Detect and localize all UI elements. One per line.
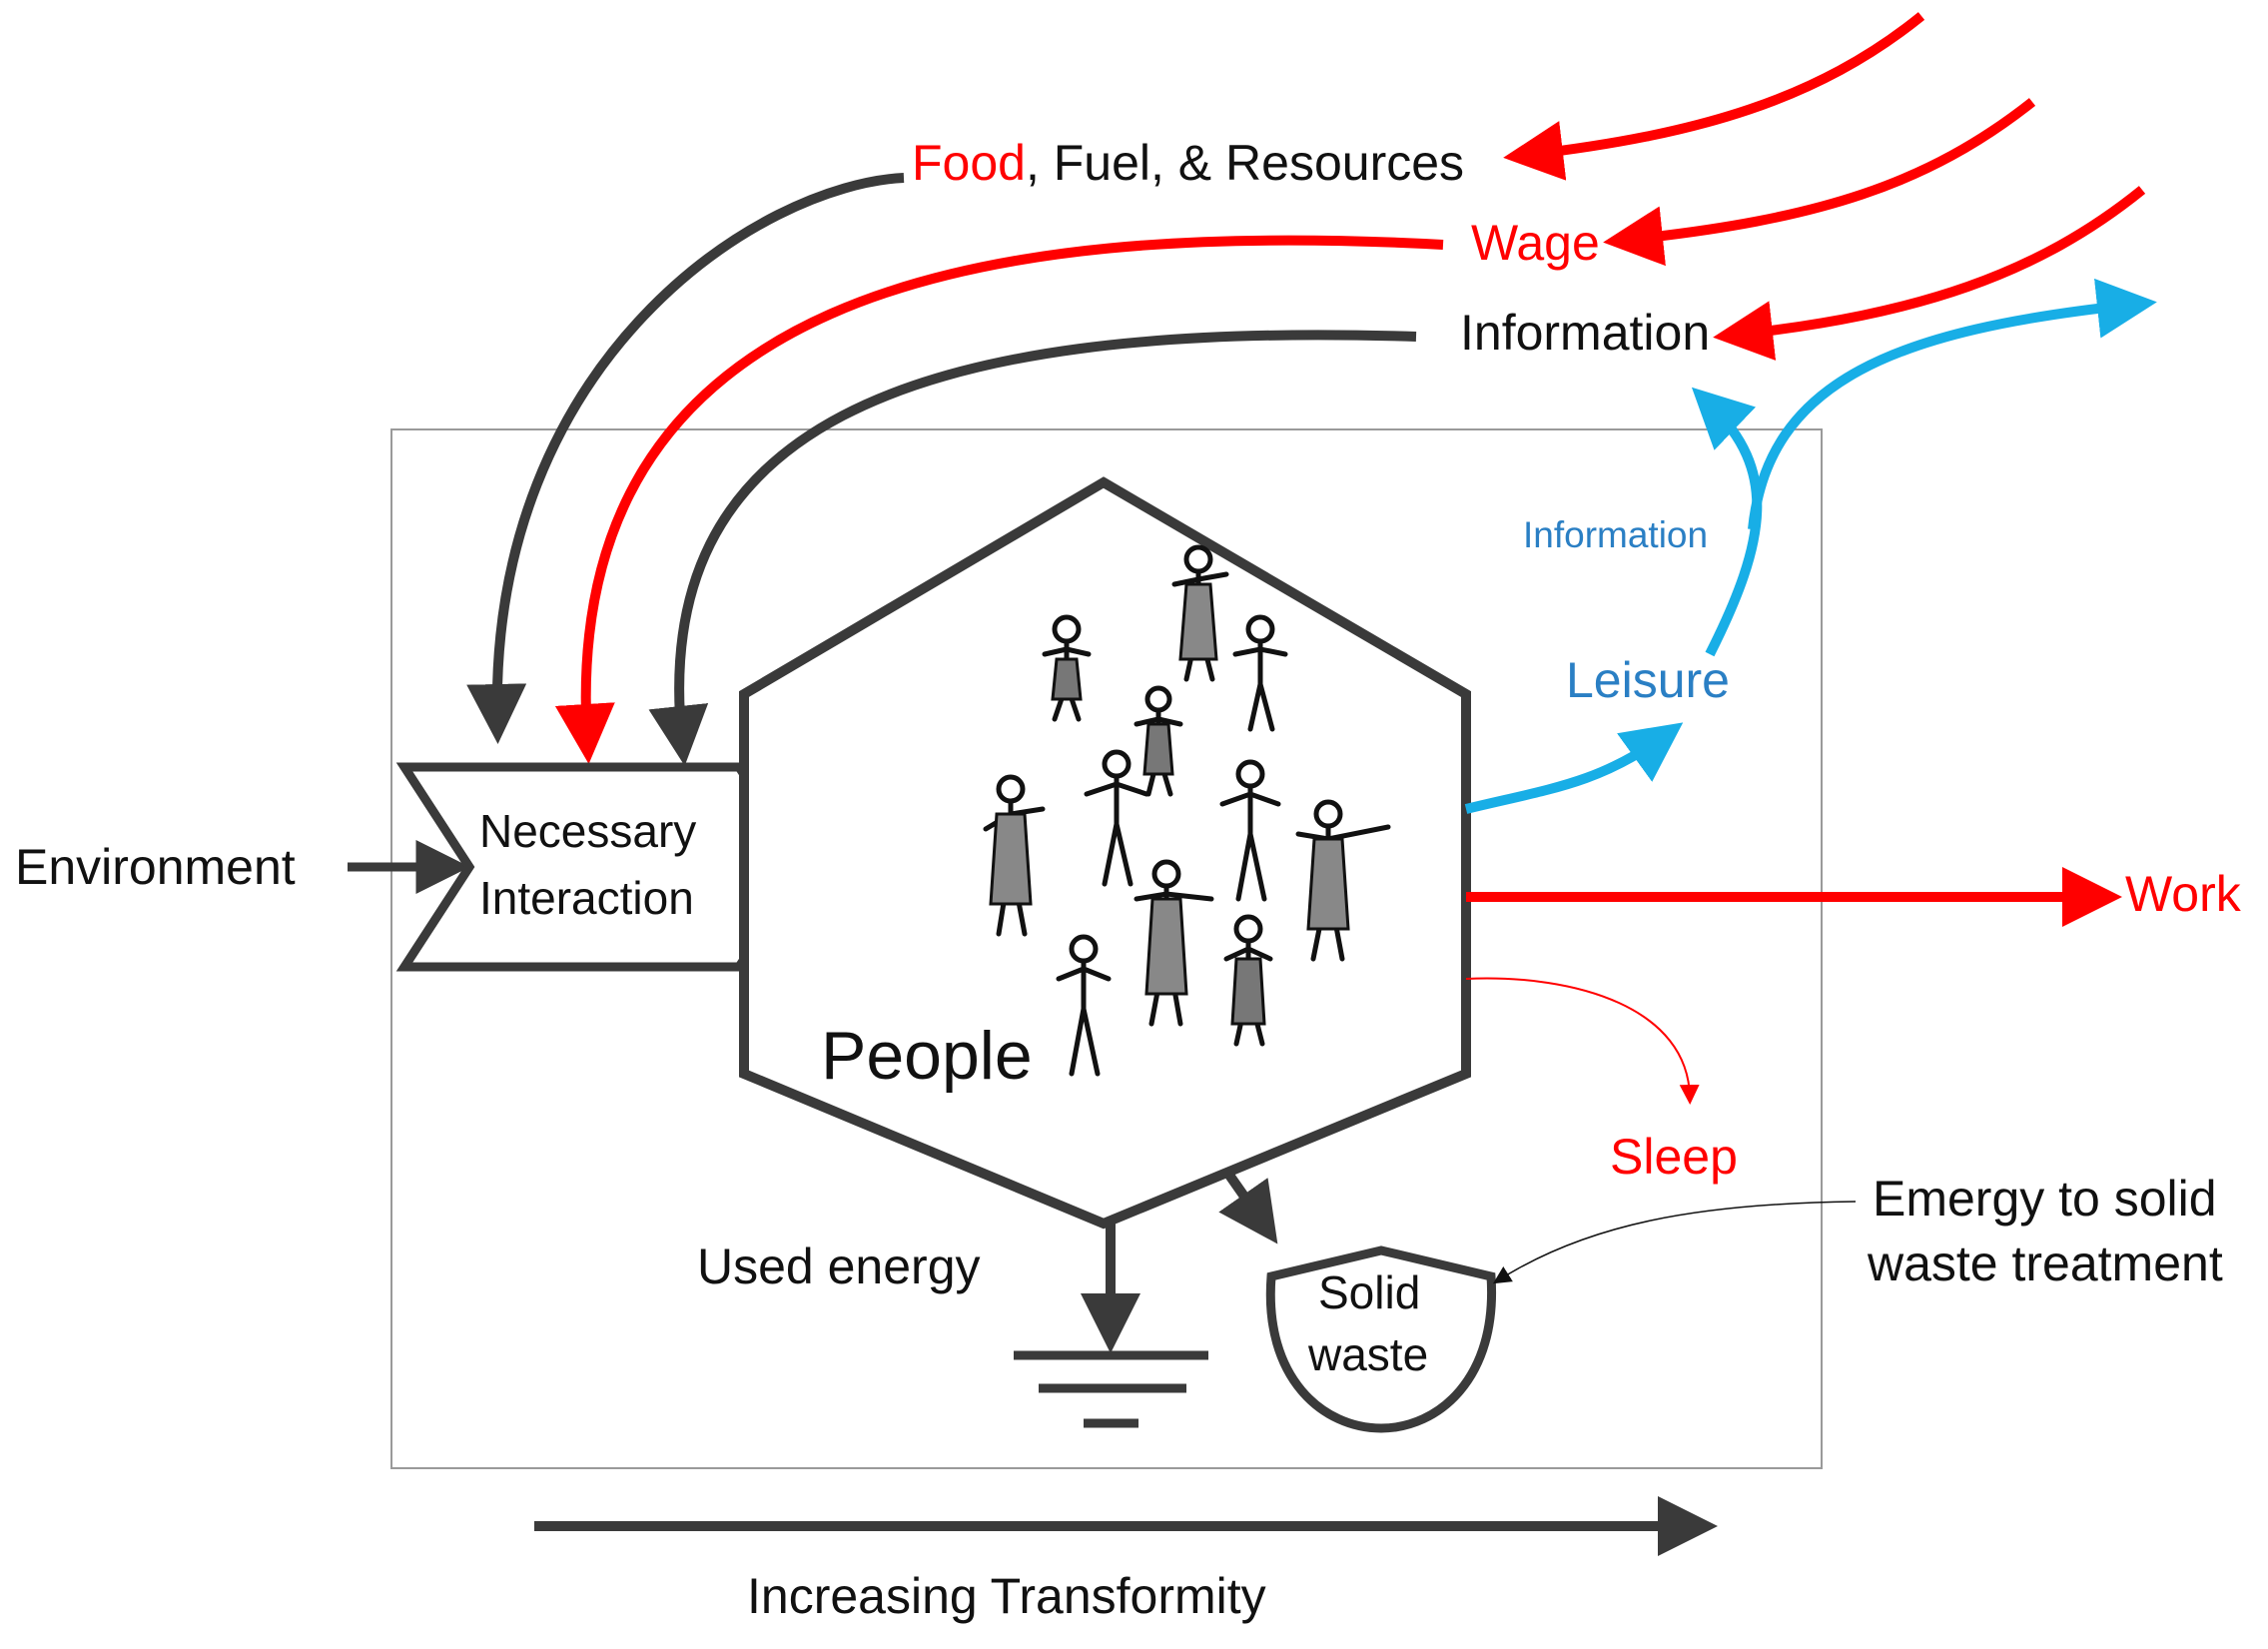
fuel-resources-label: , Fuel, & Resources (1026, 135, 1464, 191)
necessary-label: Necessary (479, 805, 696, 857)
food-fuel-resources-label: Food, Fuel, & Resources (912, 135, 1464, 191)
sleep-flow-arrow (1465, 977, 1700, 1105)
people-label: People (821, 1018, 1033, 1094)
interaction-label: Interaction (479, 872, 694, 924)
used-energy-label: Used energy (697, 1238, 981, 1294)
environment-label: Environment (15, 839, 296, 895)
emergy-label-line1: Emergy to solid (1873, 1171, 2217, 1227)
leisure-label: Leisure (1566, 652, 1730, 708)
food-label: Food (912, 135, 1026, 191)
system-boundary (390, 428, 1823, 1469)
waste-label: waste (1307, 1328, 1428, 1380)
wage-flow-arrow (554, 235, 1444, 764)
work-label: Work (2125, 866, 2242, 922)
solid-waste-tank (1265, 1245, 1497, 1433)
people-hexagon (739, 476, 1471, 1230)
emergy-to-waste-arrow (1492, 1201, 1857, 1284)
food-input-arrow (1503, 12, 1925, 181)
emergy-label-line2: waste treatment (1867, 1236, 2223, 1291)
leisure-flow-arrow (1464, 722, 1684, 814)
increasing-transformity-label: Increasing Transformity (747, 1568, 1266, 1624)
information-input-arrow (1713, 186, 2146, 361)
information-top-label: Information (1460, 305, 1710, 361)
solid-waste-flow-arrow (1218, 1171, 1278, 1244)
wage-label: Wage (1471, 215, 1600, 271)
food-fuel-resources-flow-arrow (466, 173, 905, 744)
solid-label: Solid (1318, 1266, 1420, 1318)
leisure-export-arrow (1748, 278, 2157, 530)
people-figures-icon (983, 544, 1391, 1077)
heat-sink-ground-icon (1014, 1350, 1208, 1428)
information-small-label: Information (1523, 514, 1708, 555)
sleep-label: Sleep (1610, 1129, 1738, 1185)
wage-input-arrow (1603, 98, 2036, 267)
information-flow-arrow (648, 330, 1417, 766)
necessary-interaction-box (395, 762, 754, 972)
leisure-to-information-arrow (1691, 387, 1763, 657)
